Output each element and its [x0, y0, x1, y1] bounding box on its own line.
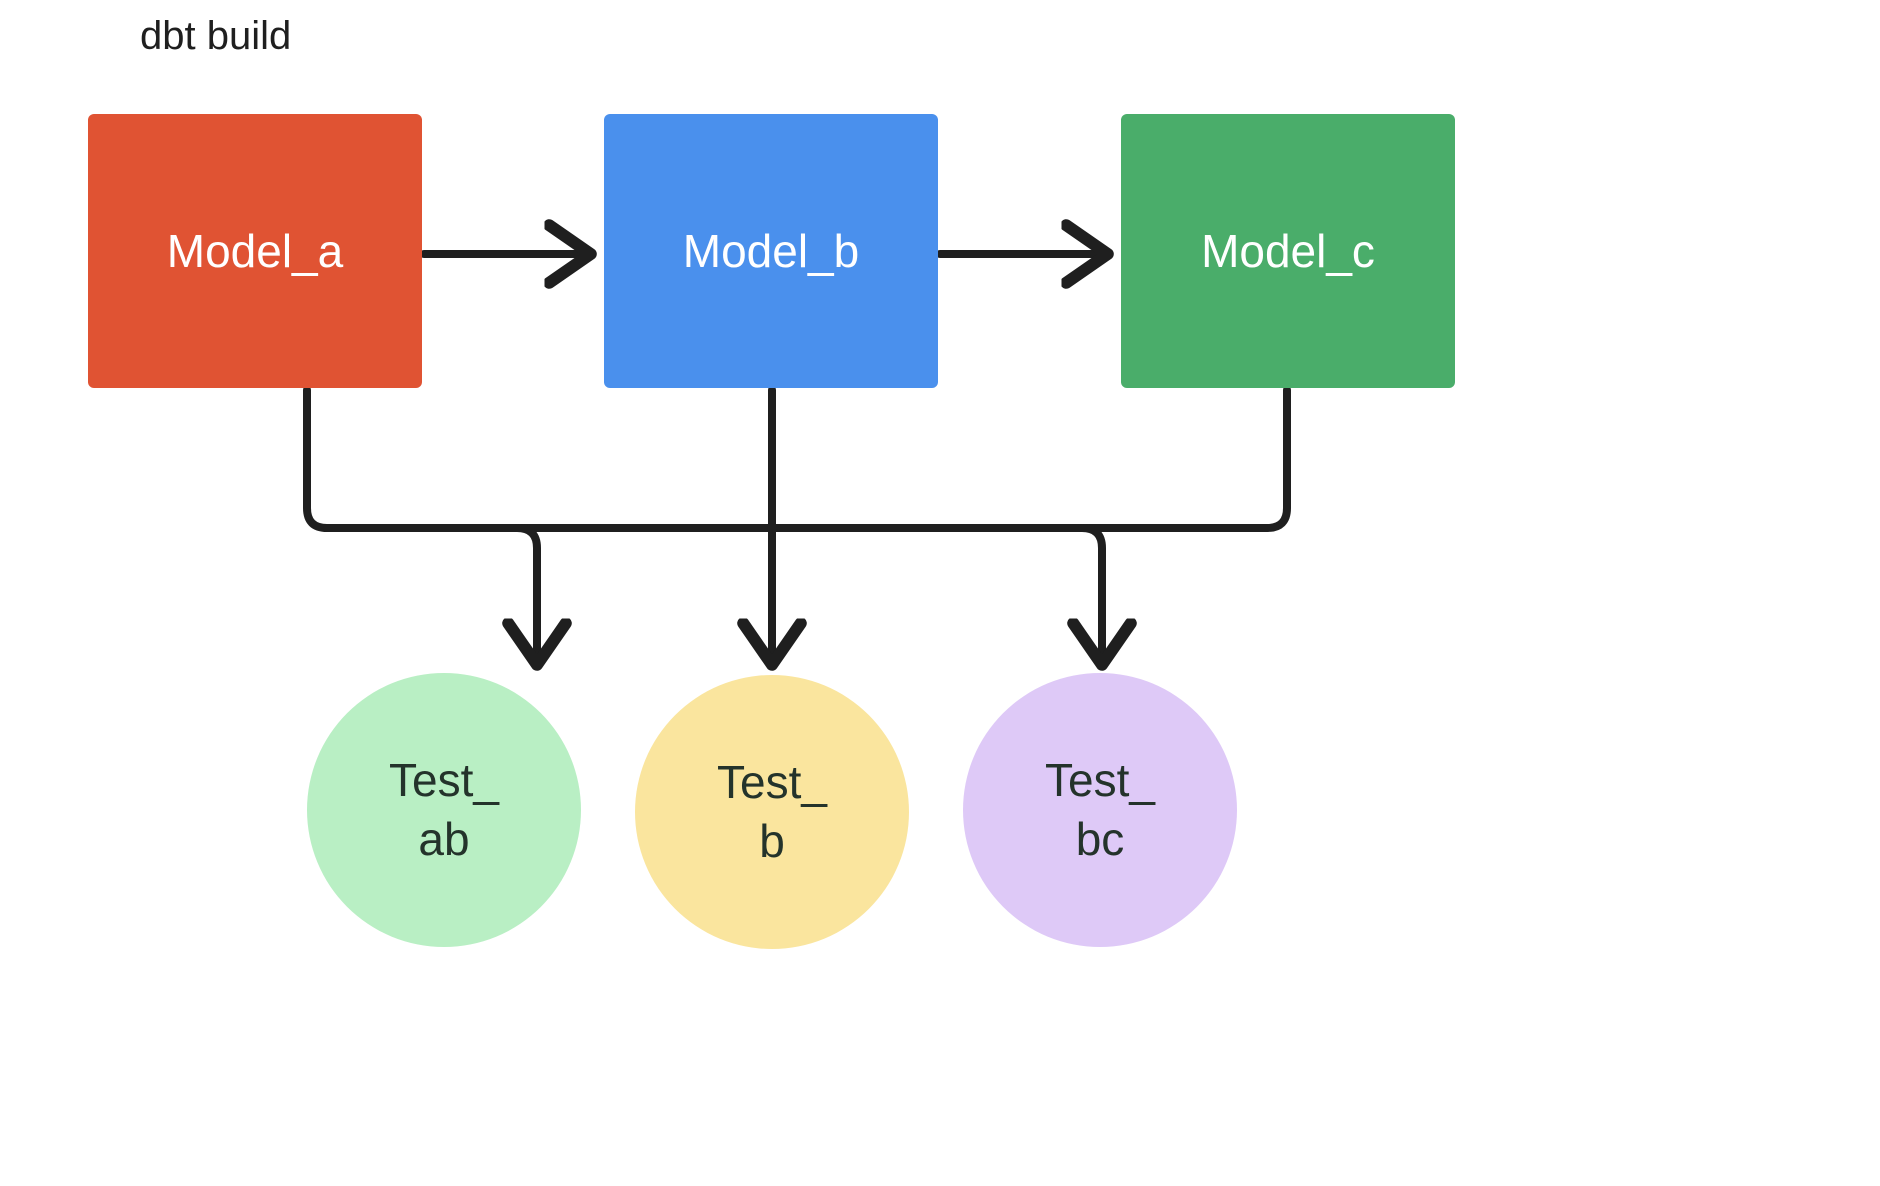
node-label: Test_b [717, 756, 827, 867]
node-label: Model_a [166, 224, 344, 277]
edge-model-a-to-test-ab [303, 386, 1271, 532]
node-label: Test_ab [389, 754, 499, 865]
node-label: Test_bc [1045, 754, 1155, 865]
node-label: Model_b [682, 224, 860, 277]
node-model-a[interactable]: Model_a [88, 114, 422, 388]
node-model-c[interactable]: Model_c [1121, 114, 1455, 388]
node-test-ab[interactable]: Test_ab [307, 673, 581, 947]
node-label: Model_c [1201, 224, 1375, 277]
node-test-b[interactable]: Test_b [635, 675, 909, 949]
edge-model-c-to-test-bc [323, 386, 1291, 532]
node-test-bc[interactable]: Test_bc [963, 673, 1237, 947]
edge-branch-to-test-ab [517, 524, 537, 660]
node-model-b[interactable]: Model_b [604, 114, 938, 388]
edge-branch-to-test-bc [1082, 524, 1102, 660]
page-title: dbt build [140, 14, 292, 58]
